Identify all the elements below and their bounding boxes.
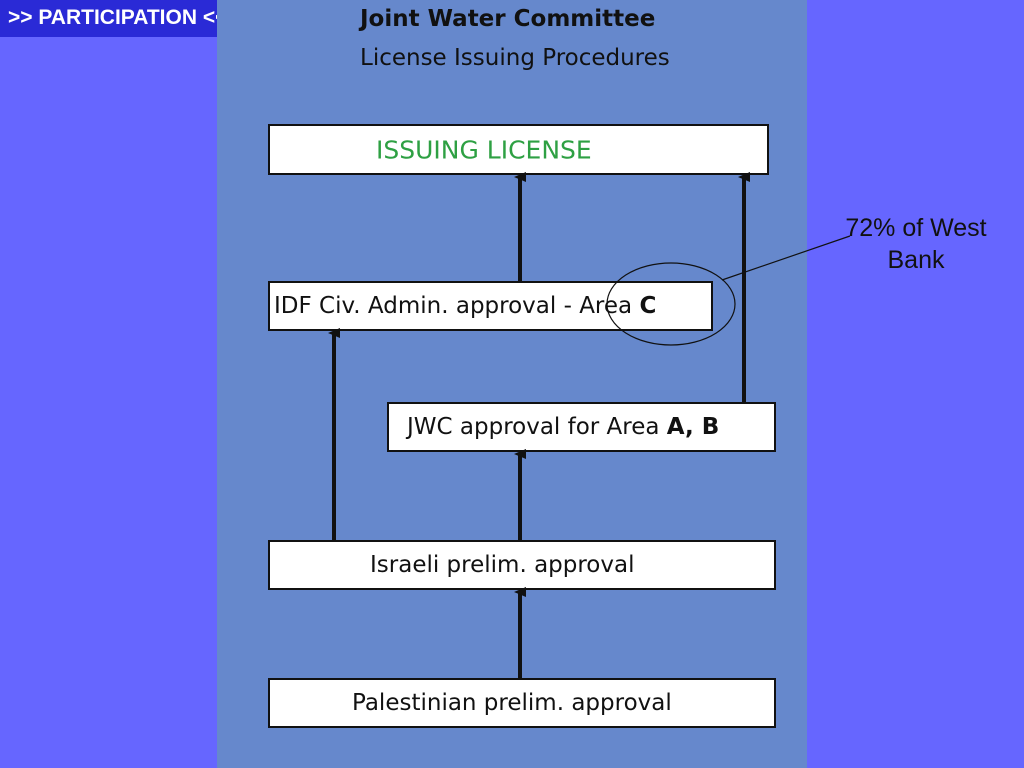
- jwc-approval-text: JWC approval for Area: [407, 414, 667, 440]
- palestinian-prelim-label: Palestinian prelim. approval: [352, 690, 672, 716]
- annotation-line-1: 72% of West: [845, 214, 987, 242]
- area-c-highlight-ellipse: [606, 262, 736, 346]
- israeli-prelim-label: Israeli prelim. approval: [370, 552, 635, 578]
- annotation-line-2: Bank: [887, 246, 945, 274]
- issuing-license-label: ISSUING LICENSE: [376, 135, 592, 164]
- jwc-approval-box: JWC approval for Area A, B: [387, 402, 776, 452]
- area-c-annotation: 72% of West Bank: [826, 212, 1006, 276]
- israeli-prelim-box: Israeli prelim. approval: [268, 540, 776, 590]
- idf-approval-text: IDF Civ. Admin. approval - Area: [274, 293, 640, 319]
- area-ab-label: A, B: [666, 414, 720, 440]
- diagram-title: Joint Water Committee: [360, 6, 656, 32]
- area-c-label: C: [639, 293, 657, 319]
- jwc-approval-label: JWC approval for Area A, B: [407, 414, 719, 440]
- idf-approval-label: IDF Civ. Admin. approval - Area C: [274, 293, 656, 319]
- diagram-subtitle: License Issuing Procedures: [360, 45, 670, 71]
- idf-approval-box: IDF Civ. Admin. approval - Area C: [268, 281, 713, 331]
- annotation-leader-line: [721, 235, 851, 281]
- palestinian-prelim-box: Palestinian prelim. approval: [268, 678, 776, 728]
